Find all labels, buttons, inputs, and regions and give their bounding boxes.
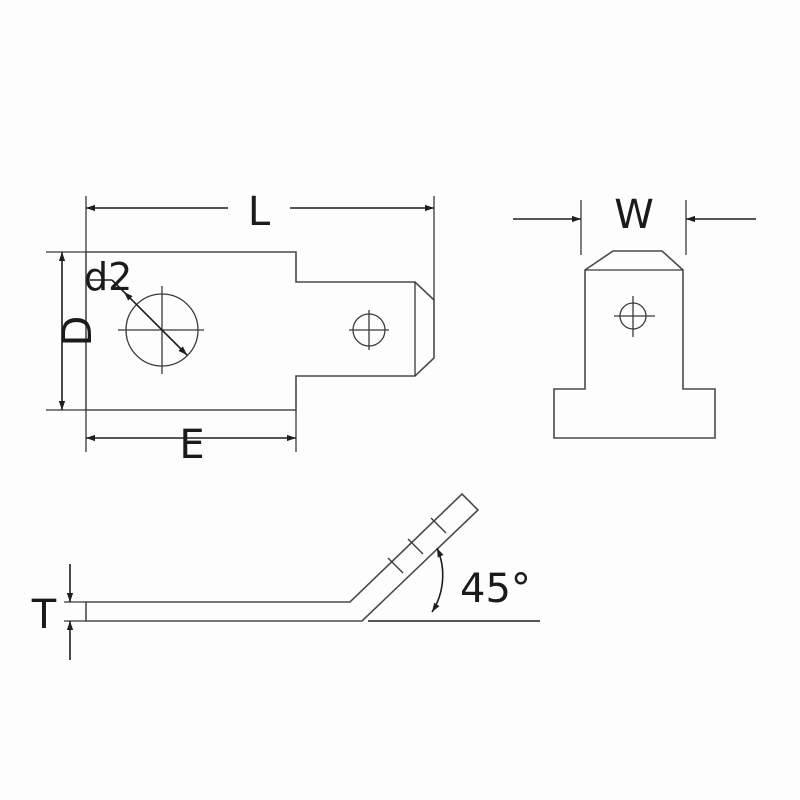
dimension-e bbox=[85, 410, 297, 452]
label-d2: d2 bbox=[84, 255, 132, 299]
side-outline bbox=[553, 250, 716, 439]
bend-mark-1 bbox=[407, 538, 424, 555]
top-view bbox=[85, 251, 435, 411]
bend-mark-3 bbox=[430, 517, 447, 534]
dimension-l bbox=[85, 196, 435, 300]
label-l: L bbox=[248, 189, 271, 235]
bend-mark-2 bbox=[387, 557, 404, 574]
label-t: T bbox=[31, 592, 57, 638]
label-d: D bbox=[55, 316, 101, 347]
d2-leader bbox=[111, 279, 125, 293]
dimension-t bbox=[64, 564, 86, 660]
side-view bbox=[553, 250, 716, 439]
label-angle: 45° bbox=[460, 566, 531, 612]
label-w: W bbox=[614, 192, 654, 238]
angle-arc bbox=[431, 547, 444, 613]
bend-profile bbox=[85, 492, 480, 622]
dimension-d bbox=[46, 251, 86, 411]
dimension-w bbox=[513, 200, 756, 255]
terminal-outline bbox=[85, 251, 435, 411]
d2-dimension-line bbox=[123, 291, 188, 356]
label-e: E bbox=[179, 422, 204, 468]
